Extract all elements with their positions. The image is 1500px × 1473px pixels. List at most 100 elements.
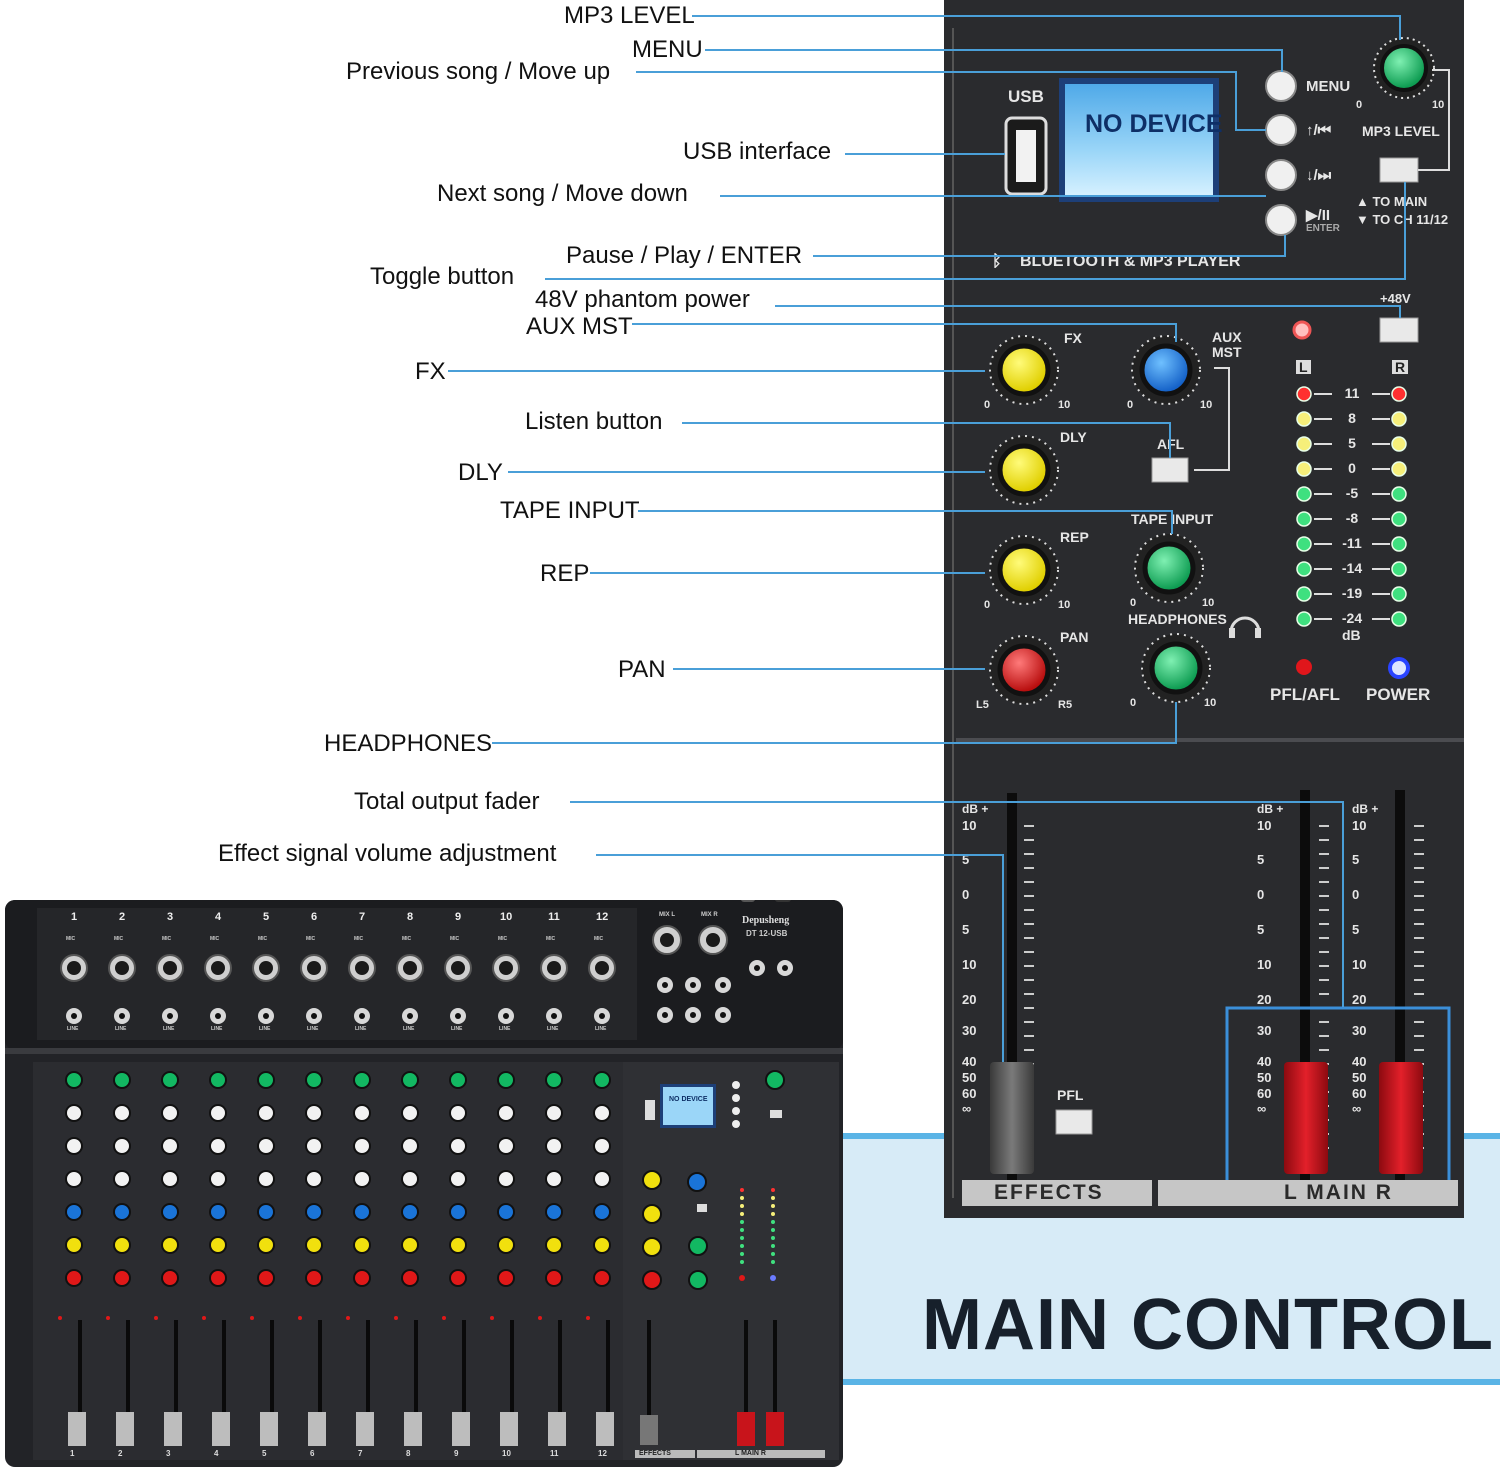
channel-knob[interactable] — [113, 1236, 131, 1254]
channel-knob[interactable] — [353, 1071, 371, 1089]
channel-knob[interactable] — [449, 1203, 467, 1221]
channel-knob[interactable] — [545, 1203, 563, 1221]
channel-knob[interactable] — [497, 1071, 515, 1089]
channel-knob[interactable] — [401, 1071, 419, 1089]
channel-knob[interactable] — [593, 1170, 611, 1188]
channel-knob[interactable] — [209, 1104, 227, 1122]
channel-fader[interactable] — [164, 1412, 182, 1446]
phantom-button[interactable] — [1379, 317, 1419, 343]
pfl-button[interactable] — [1055, 1109, 1093, 1135]
channel-knob[interactable] — [497, 1236, 515, 1254]
channel-fader[interactable] — [548, 1412, 566, 1446]
fx-knob[interactable] — [989, 335, 1059, 405]
rep-knob[interactable] — [989, 535, 1059, 605]
channel-knob[interactable] — [65, 1170, 83, 1188]
channel-knob[interactable] — [545, 1236, 563, 1254]
channel-knob[interactable] — [305, 1071, 323, 1089]
channel-knob[interactable] — [305, 1104, 323, 1122]
channel-knob[interactable] — [305, 1203, 323, 1221]
channel-knob[interactable] — [161, 1071, 179, 1089]
channel-knob[interactable] — [353, 1203, 371, 1221]
channel-fader[interactable] — [356, 1412, 374, 1446]
channel-knob[interactable] — [65, 1203, 83, 1221]
channel-knob[interactable] — [593, 1104, 611, 1122]
channel-knob[interactable] — [545, 1071, 563, 1089]
channel-knob[interactable] — [161, 1170, 179, 1188]
channel-knob[interactable] — [161, 1104, 179, 1122]
channel-knob[interactable] — [497, 1203, 515, 1221]
channel-knob[interactable] — [209, 1137, 227, 1155]
channel-knob[interactable] — [545, 1104, 563, 1122]
channel-knob[interactable] — [305, 1269, 323, 1287]
channel-knob[interactable] — [353, 1269, 371, 1287]
channel-knob[interactable] — [113, 1137, 131, 1155]
channel-knob[interactable] — [257, 1269, 275, 1287]
channel-knob[interactable] — [257, 1236, 275, 1254]
channel-knob[interactable] — [401, 1236, 419, 1254]
channel-knob[interactable] — [257, 1104, 275, 1122]
channel-knob[interactable] — [209, 1170, 227, 1188]
headphones-knob[interactable] — [1141, 633, 1211, 703]
channel-knob[interactable] — [401, 1104, 419, 1122]
channel-knob[interactable] — [257, 1203, 275, 1221]
channel-knob[interactable] — [353, 1170, 371, 1188]
channel-fader[interactable] — [452, 1412, 470, 1446]
channel-knob[interactable] — [65, 1071, 83, 1089]
channel-fader[interactable] — [116, 1412, 134, 1446]
main-l-fader-knob[interactable] — [1284, 1062, 1328, 1174]
channel-fader[interactable] — [68, 1412, 86, 1446]
channel-knob[interactable] — [209, 1236, 227, 1254]
channel-knob[interactable] — [161, 1203, 179, 1221]
next-button[interactable] — [1265, 159, 1297, 191]
channel-knob[interactable] — [545, 1269, 563, 1287]
channel-knob[interactable] — [593, 1269, 611, 1287]
play-button[interactable] — [1265, 204, 1297, 236]
channel-knob[interactable] — [449, 1170, 467, 1188]
channel-fader[interactable] — [212, 1412, 230, 1446]
channel-knob[interactable] — [257, 1071, 275, 1089]
main-r-fader-knob[interactable] — [1379, 1062, 1423, 1174]
pan-knob[interactable] — [989, 635, 1059, 705]
channel-fader[interactable] — [260, 1412, 278, 1446]
channel-knob[interactable] — [449, 1269, 467, 1287]
channel-knob[interactable] — [65, 1104, 83, 1122]
channel-knob[interactable] — [593, 1071, 611, 1089]
channel-knob[interactable] — [161, 1269, 179, 1287]
channel-knob[interactable] — [497, 1137, 515, 1155]
channel-knob[interactable] — [305, 1236, 323, 1254]
channel-knob[interactable] — [113, 1170, 131, 1188]
aux-mst-knob[interactable] — [1131, 335, 1201, 405]
channel-knob[interactable] — [209, 1071, 227, 1089]
channel-knob[interactable] — [257, 1137, 275, 1155]
tape-input-knob[interactable] — [1134, 533, 1204, 603]
channel-knob[interactable] — [401, 1269, 419, 1287]
channel-knob[interactable] — [209, 1203, 227, 1221]
channel-knob[interactable] — [65, 1269, 83, 1287]
channel-knob[interactable] — [257, 1170, 275, 1188]
channel-knob[interactable] — [305, 1170, 323, 1188]
channel-fader[interactable] — [404, 1412, 422, 1446]
channel-knob[interactable] — [497, 1104, 515, 1122]
channel-knob[interactable] — [497, 1170, 515, 1188]
channel-fader[interactable] — [596, 1412, 614, 1446]
channel-knob[interactable] — [593, 1236, 611, 1254]
effects-fader-knob[interactable] — [990, 1062, 1034, 1174]
channel-fader[interactable] — [500, 1412, 518, 1446]
channel-knob[interactable] — [593, 1137, 611, 1155]
channel-knob[interactable] — [353, 1104, 371, 1122]
channel-knob[interactable] — [449, 1137, 467, 1155]
channel-knob[interactable] — [545, 1137, 563, 1155]
channel-knob[interactable] — [449, 1104, 467, 1122]
mp3-level-knob[interactable] — [1380, 44, 1428, 92]
channel-knob[interactable] — [65, 1236, 83, 1254]
toggle-button[interactable] — [1379, 157, 1419, 183]
channel-knob[interactable] — [401, 1137, 419, 1155]
channel-knob[interactable] — [449, 1236, 467, 1254]
channel-knob[interactable] — [161, 1137, 179, 1155]
channel-knob[interactable] — [305, 1137, 323, 1155]
channel-knob[interactable] — [353, 1236, 371, 1254]
channel-knob[interactable] — [497, 1269, 515, 1287]
channel-knob[interactable] — [545, 1170, 563, 1188]
channel-knob[interactable] — [161, 1236, 179, 1254]
channel-knob[interactable] — [65, 1137, 83, 1155]
